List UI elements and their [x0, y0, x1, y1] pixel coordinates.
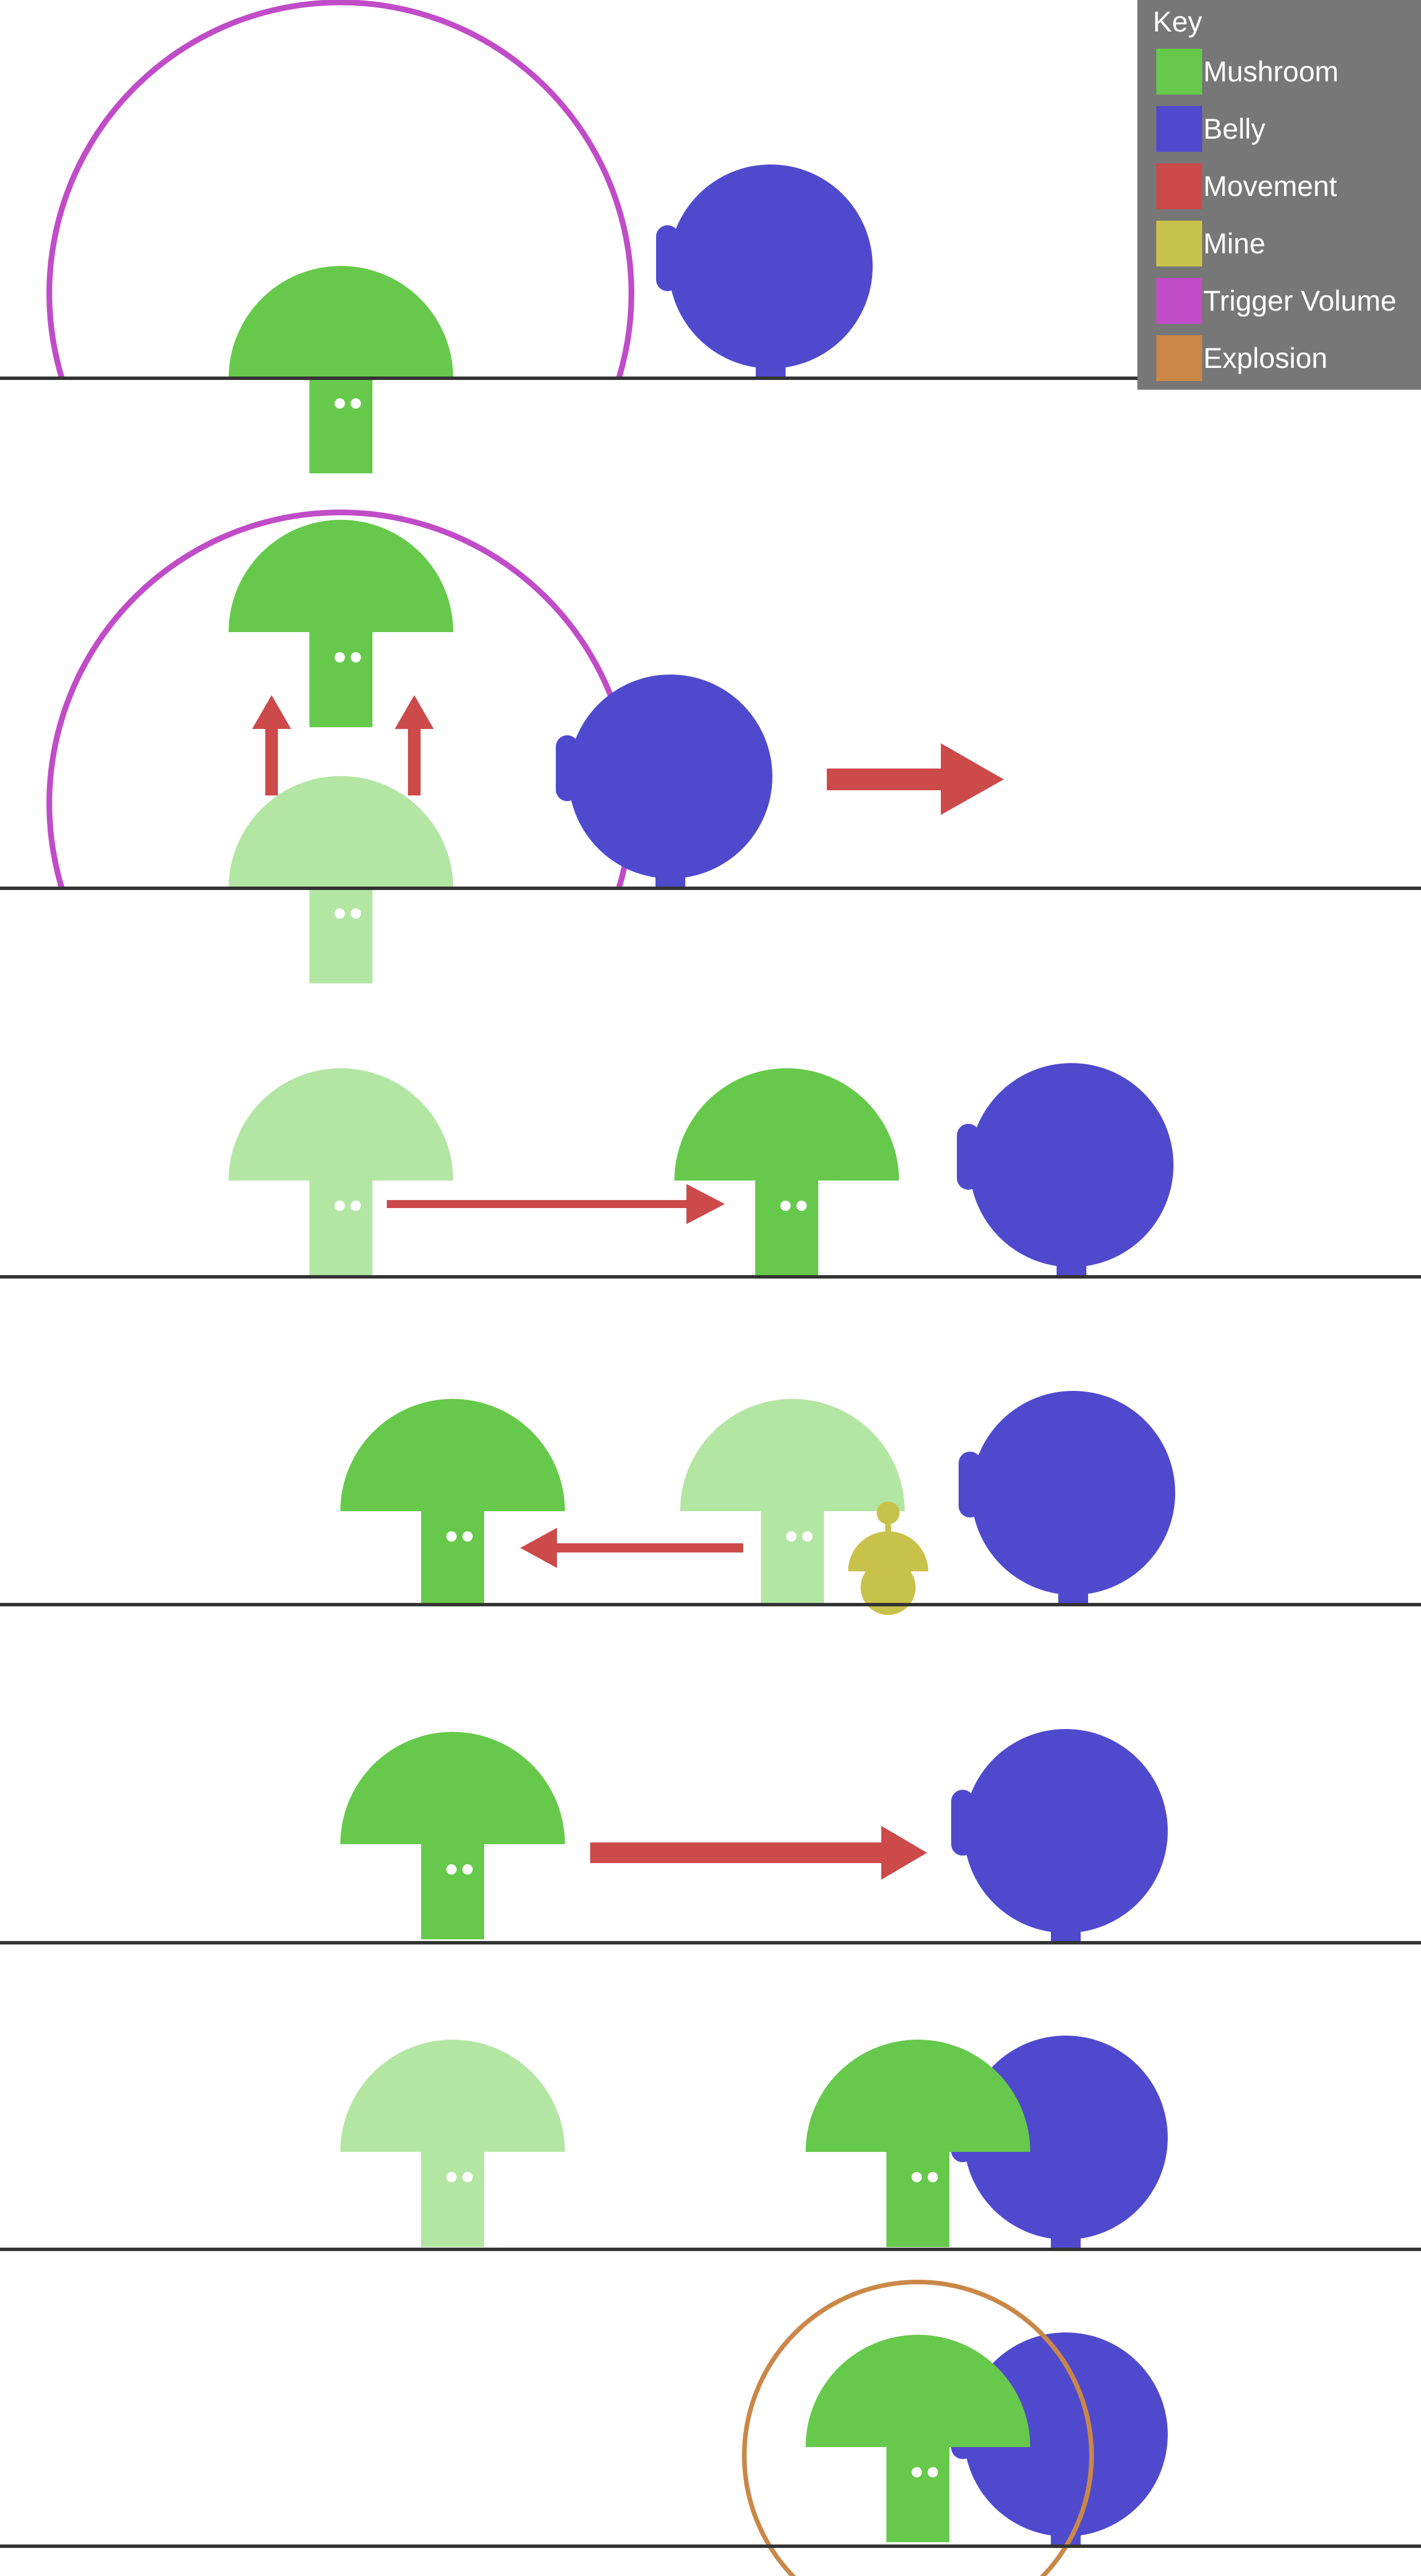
belly — [957, 1063, 1173, 1277]
legend-swatch-movement — [1156, 163, 1202, 209]
mushroom — [340, 1732, 565, 1939]
legend-label-explosion: Explosion — [1203, 342, 1328, 374]
panel-6 — [0, 2036, 1421, 2251]
panel-1 — [0, 0, 1137, 473]
explosion — [742, 2280, 1094, 2576]
panel-7 — [0, 2280, 1421, 2576]
belly — [656, 164, 873, 378]
mushroom-ghost — [229, 1068, 453, 1276]
panel-3 — [0, 1063, 1421, 1279]
legend-title: Key — [1153, 6, 1202, 38]
mushroom-ghost — [229, 776, 453, 983]
legend-label-trigger-volume: Trigger Volume — [1203, 285, 1396, 317]
legend: Key Mushroom Belly Movement Mine Trigger… — [1137, 0, 1421, 390]
legend-item-explosion: Explosion — [1156, 335, 1328, 381]
mine — [848, 1501, 928, 1615]
legend-swatch-trigger-volume — [1156, 278, 1202, 324]
legend-item-mine: Mine — [1156, 221, 1265, 266]
legend-item-mushroom: Mushroom — [1156, 49, 1338, 95]
legend-swatch-belly — [1156, 106, 1202, 152]
movement-arrow-up-left — [252, 695, 291, 795]
mushroom — [674, 1068, 899, 1276]
belly — [951, 1729, 1168, 1943]
trigger-volume — [46, 0, 634, 379]
legend-item-belly: Belly — [1156, 106, 1265, 152]
movement-arrow-up-right — [395, 695, 434, 795]
movement-arrow-left — [520, 1528, 743, 1568]
belly — [556, 675, 772, 888]
panel-4 — [0, 1391, 1421, 1615]
mushroom — [340, 1399, 565, 1606]
legend-label-mushroom: Mushroom — [1203, 56, 1338, 88]
panel-5 — [0, 1729, 1421, 1944]
mushroom-ghost — [340, 2040, 565, 2247]
movement-arrow-right — [827, 743, 1004, 815]
belly — [959, 1391, 1175, 1605]
movement-arrow-right — [387, 1184, 725, 1224]
mushroom — [229, 266, 453, 473]
legend-swatch-explosion — [1156, 335, 1202, 381]
legend-item-movement: Movement — [1156, 163, 1337, 209]
legend-label-mine: Mine — [1203, 228, 1265, 260]
legend-item-trigger-volume: Trigger Volume — [1156, 278, 1396, 324]
mushroom — [229, 520, 453, 727]
panel-2 — [0, 509, 1421, 983]
legend-swatch-mushroom — [1156, 49, 1202, 95]
legend-swatch-mine — [1156, 221, 1202, 266]
movement-arrow-right — [590, 1826, 927, 1880]
legend-label-movement: Movement — [1203, 170, 1337, 202]
legend-label-belly: Belly — [1203, 113, 1265, 145]
